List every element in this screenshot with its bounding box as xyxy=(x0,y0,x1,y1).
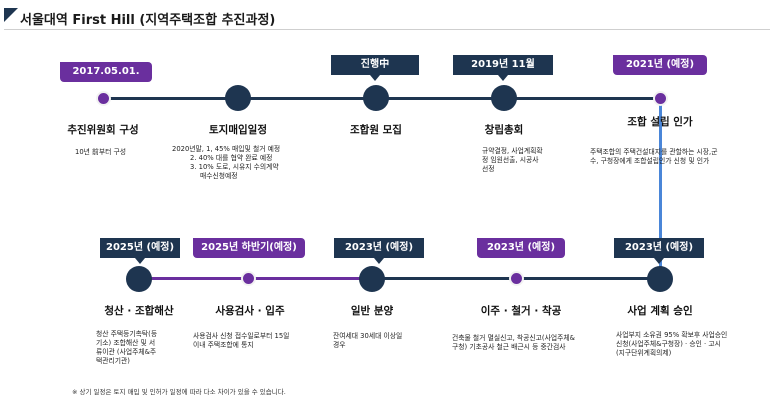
step-description: 2020년말, 1, 45% 매입및 철거 예정 2. 40% 대를 협약 완료… xyxy=(172,145,281,180)
step-description: 잔여세대 30세대 이상일 경우 xyxy=(333,332,403,349)
timeline-node-1 xyxy=(96,91,111,106)
timeline-node-3 xyxy=(363,85,389,111)
step-description: 규약결정, 사업계획확 정 임원선출, 시공사 선정 xyxy=(482,147,543,173)
timeline-node-4 xyxy=(491,85,517,111)
date-tag: 2021년 (예정) xyxy=(613,55,707,75)
step-label: 사업 계획 승인 xyxy=(627,305,693,317)
title-corner-marker xyxy=(4,8,18,22)
timeline-node-2 xyxy=(225,85,251,111)
step-description: 10년 前부터 구성 xyxy=(75,148,127,156)
step-label: 조합 설립 인가 xyxy=(627,116,693,128)
step-description: 사업부지 소유권 95% 확보후 사업승인 신청(사업주체&구청장) · 승인 … xyxy=(616,331,728,357)
timeline-node-7 xyxy=(241,271,256,286)
timeline-connector-line xyxy=(659,97,662,278)
step-label: 창립총회 xyxy=(484,124,524,136)
timeline-node-9 xyxy=(509,271,524,286)
date-tag: 2025년 하반기(예정) xyxy=(193,238,305,258)
step-description: 청산 주택등기촉탁(등 기소) 조합해산 및 서 류이관 (사업주체&주 택관리… xyxy=(96,330,158,365)
step-description: 건축물 철거 멸실신고, 착공신고(사업주체& 구청) 기초공사 철근 배근시 … xyxy=(452,334,575,351)
step-label: 일반 분양 xyxy=(350,305,394,317)
step-description: 주택조합의 주택건설대지를 관할하는 시장,군 수, 구청장에게 조합설립인가 … xyxy=(590,148,718,165)
timeline-node-5 xyxy=(653,91,668,106)
step-label: 사용검사 · 입주 xyxy=(215,305,285,317)
timeline-node-8 xyxy=(359,266,385,292)
footnote: ※ 상기 일정은 토지 매입 및 인허가 일정에 따라 다소 차이가 있을 수 … xyxy=(72,388,286,396)
date-tag: 2025년 (예정) xyxy=(100,238,180,264)
step-description: 사용검사 신청 접수일로부터 15일 이내 주택조합에 통지 xyxy=(193,332,290,349)
timeline-node-10 xyxy=(647,266,673,292)
date-tag: 2023년 (예정) xyxy=(477,238,565,258)
date-tag: 2023년 (예정) xyxy=(334,238,424,264)
step-label: 이주 · 철거 · 착공 xyxy=(480,305,562,317)
page-title: 서울대역 First Hill (지역주택조합 추진과정) xyxy=(20,13,276,28)
step-label: 토지매입일정 xyxy=(209,124,267,136)
step-label: 조합원 모집 xyxy=(350,124,402,136)
step-label: 청산 · 조합해산 xyxy=(104,305,174,317)
timeline-node-6 xyxy=(126,266,152,292)
date-tag: 2019년 11월 xyxy=(453,55,553,81)
title-divider xyxy=(4,29,770,30)
date-tag: 2017.05.01. xyxy=(60,62,152,82)
step-label: 추진위원회 구성 xyxy=(67,124,139,136)
date-tag: 2023년 (예정) xyxy=(614,238,704,264)
date-tag: 진행中 xyxy=(331,55,419,81)
